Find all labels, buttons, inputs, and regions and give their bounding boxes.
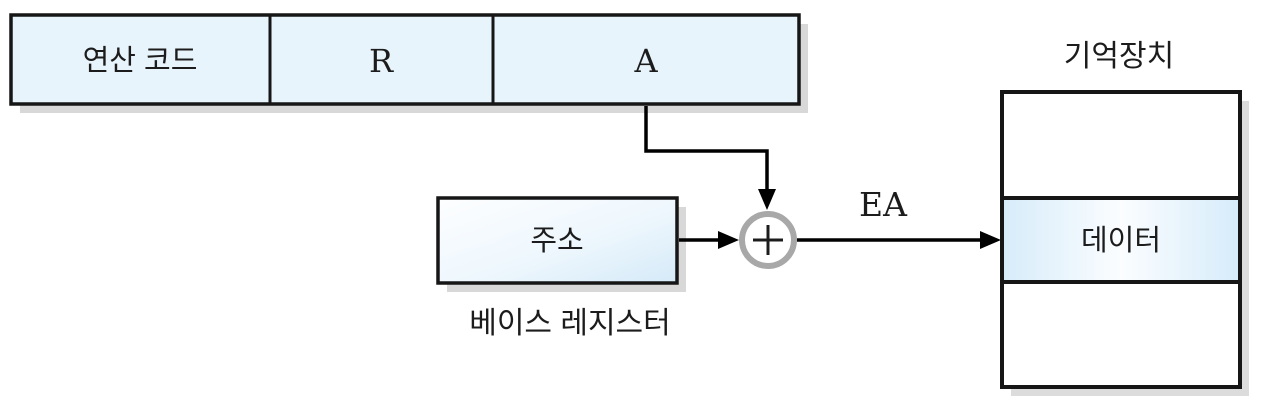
adder [739, 211, 797, 269]
instruction-word-box [9, 13, 801, 106]
ea-arrow: EA [797, 185, 1001, 249]
arrowhead-right-icon [718, 231, 739, 249]
instruction-word: 연산 코드 R A [9, 13, 808, 113]
base-register-box-label: 주소 [530, 225, 583, 257]
memory-unit: 기억장치 데이터 [1000, 40, 1249, 396]
arrowhead-right-icon [980, 231, 1001, 249]
address-field-label: A [633, 42, 658, 80]
a-field-connector-line [644, 106, 769, 192]
base-register: 주소 베이스 레지스터 [436, 196, 686, 340]
memory-data-cell [1004, 200, 1238, 280]
memory-data-cell-label: 데이터 [1081, 224, 1161, 257]
register-field-label: R [369, 42, 394, 80]
a-field-to-adder-connector [644, 106, 776, 210]
opcode-field-label: 연산 코드 [83, 45, 198, 77]
base-register-to-adder-arrow [679, 231, 739, 249]
base-register-caption: 베이스 레지스터 [469, 307, 671, 340]
base-register-box [436, 196, 679, 285]
effective-address-label: EA [859, 185, 908, 224]
arrowhead-down-icon [758, 189, 776, 210]
memory-title: 기억장치 [1064, 40, 1174, 73]
